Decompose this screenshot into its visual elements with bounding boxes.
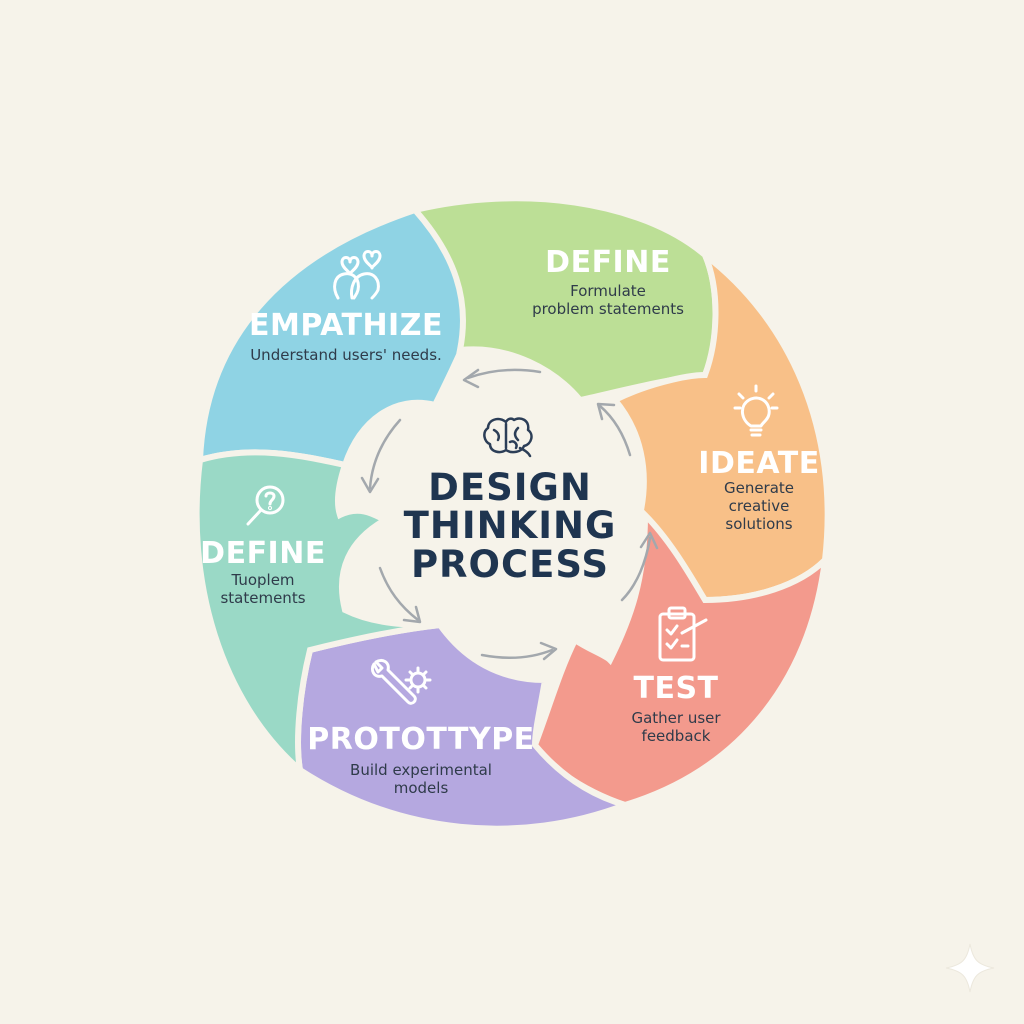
- stage-title: EMPATHIZE: [249, 308, 443, 343]
- center-title-line: DESIGN: [428, 466, 592, 509]
- stage-description-line: solutions: [725, 515, 792, 533]
- cycle-arrows: [360, 368, 659, 661]
- stage-description-line: statements: [220, 589, 305, 607]
- sparkle-icon: [945, 943, 995, 993]
- center-title-line: THINKING: [404, 504, 617, 547]
- stage-texts: EMPATHIZE Understand users' needs. DEFINE F…: [200, 245, 819, 797]
- stage-title: DEFINE: [200, 536, 326, 571]
- lightbulb-icon: [733, 384, 779, 437]
- magnifier-question-icon: [246, 485, 285, 526]
- stage-description-line: problem statements: [532, 300, 684, 318]
- stage-description-line: Tuoplem: [230, 571, 294, 589]
- stage-0: EMPATHIZE Understand users' needs.: [249, 308, 443, 364]
- stage-description-line: Generate: [724, 479, 794, 497]
- stage-title: PROTOTTYPE: [307, 722, 534, 757]
- stage-description-line: Formulate: [570, 282, 646, 300]
- stage-description-line: Gather user: [631, 709, 721, 727]
- clipboard-check-icon: [658, 606, 708, 662]
- stage-title: IDEATE: [698, 446, 819, 481]
- segment-define-left: [193, 449, 441, 778]
- stage-description-line: Build experimental: [350, 761, 492, 779]
- stage-title: TEST: [633, 671, 718, 706]
- empathy-heads-icon: [333, 250, 382, 300]
- wrench-gear-icon: [370, 658, 432, 705]
- stage-description-line: models: [394, 779, 449, 797]
- stage-description-line: creative: [729, 497, 790, 515]
- stage-title: DEFINE: [545, 245, 671, 280]
- stage-description-line: Understand users' needs.: [250, 346, 442, 364]
- stage-description-line: feedback: [642, 727, 711, 745]
- center-title-line: PROCESS: [411, 543, 609, 586]
- brain-icon: [483, 417, 533, 458]
